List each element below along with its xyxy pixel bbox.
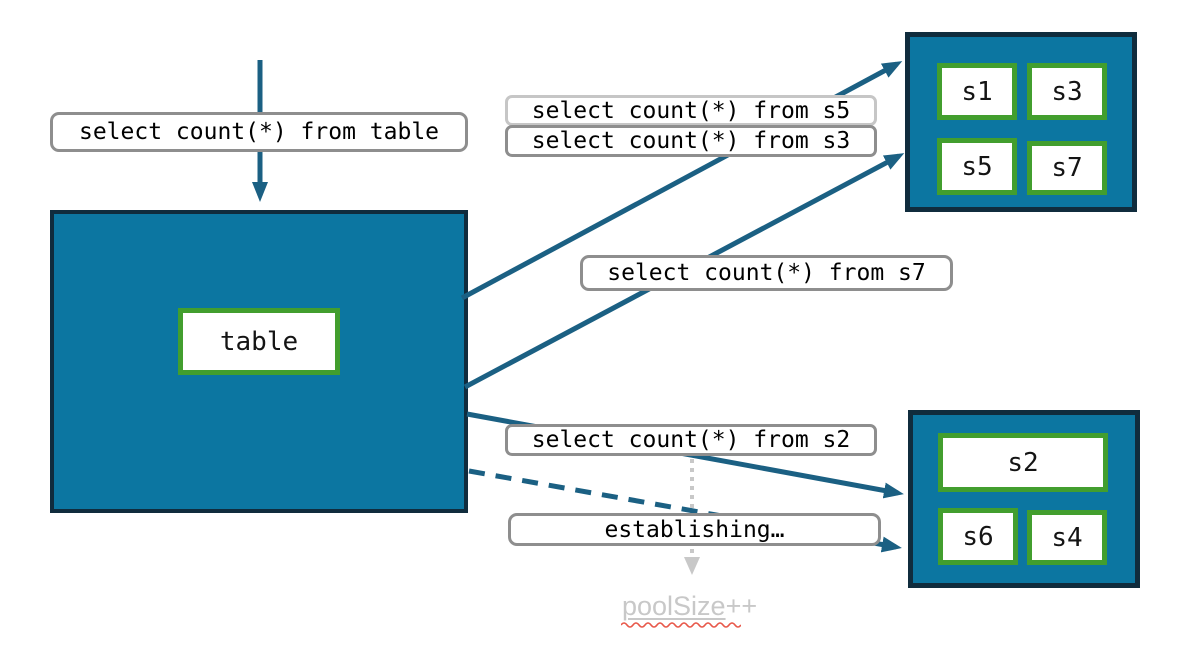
- spellcheck-squiggle: [621, 622, 741, 628]
- poolsize-caption: poolSize++: [622, 591, 757, 622]
- query-label-from-s5-text: select count(*) from s5: [531, 97, 851, 124]
- query-label-from-s5: select count(*) from s5: [505, 95, 877, 126]
- shard-s1: s1: [937, 63, 1017, 120]
- query-label-from-table-text: select count(*) from table: [78, 119, 440, 145]
- query-label-from-s2: select count(*) from s2: [505, 424, 877, 456]
- poolsize-text: poolSize: [622, 591, 726, 621]
- shard-s7: s7: [1027, 141, 1107, 195]
- shard-s6-label: s6: [962, 521, 994, 552]
- shard-group-top: s1 s3 s5 s7: [905, 32, 1137, 212]
- shard-s5: s5: [937, 138, 1017, 195]
- query-label-from-s7: select count(*) from s7: [580, 255, 953, 291]
- shard-s2: s2: [938, 433, 1108, 492]
- shard-s2-label: s2: [1007, 447, 1039, 478]
- shard-s7-label: s7: [1051, 153, 1083, 183]
- query-label-from-table: select count(*) from table: [50, 112, 468, 152]
- table-node-label: table: [219, 326, 299, 357]
- shard-s3: s3: [1027, 63, 1107, 120]
- shard-s6: s6: [938, 508, 1018, 565]
- shard-s5-label: s5: [961, 151, 993, 182]
- query-label-from-s3: select count(*) from s3: [505, 125, 877, 157]
- shard-group-bottom: s2 s6 s4: [908, 410, 1140, 588]
- query-label-establishing-text: establishing…: [604, 516, 785, 543]
- query-label-establishing: establishing…: [508, 513, 881, 546]
- table-node: table: [50, 210, 468, 513]
- shard-s1-label: s1: [961, 76, 993, 107]
- query-label-from-s3-text: select count(*) from s3: [531, 128, 851, 154]
- shard-s4-label: s4: [1051, 522, 1083, 553]
- table-node-label-box: table: [178, 308, 340, 375]
- poolsize-suffix: ++: [725, 591, 758, 621]
- query-label-from-s2-text: select count(*) from s2: [531, 427, 851, 453]
- query-label-from-s7-text: select count(*) from s7: [607, 260, 926, 286]
- shard-s4: s4: [1027, 510, 1107, 565]
- shard-s3-label: s3: [1051, 76, 1083, 107]
